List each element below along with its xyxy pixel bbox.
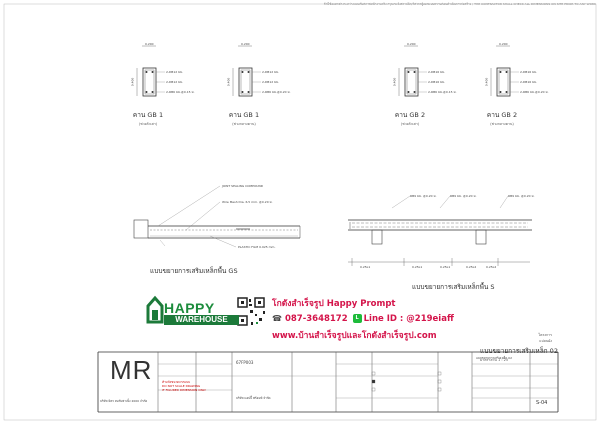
beam-3-depth: 0.400	[392, 77, 397, 87]
brand-warehouse-text: WAREHOUSE	[164, 315, 239, 325]
sheet-title-main: แบบขยายการเสริมเหล็ก 02	[480, 347, 558, 355]
sheet-title-small-2: แปลนผัง	[539, 339, 552, 343]
beam-2-stirrup: 2-RB6 มม.@0.20 ม.	[262, 90, 291, 94]
s-dim-5: 0.25L2	[486, 265, 497, 269]
beam-caption-1-subtitle: (ช่วงตัวเสา)	[138, 122, 158, 126]
beam-1-stirrup: 2-RB6 มม.@0.15 ม.	[166, 90, 195, 94]
gs-joint-label: JOINT SEALING COMPOUND	[222, 184, 264, 188]
beam-3-rebar-bottom: 2-DB16 มม.	[428, 80, 446, 84]
promo-website[interactable]: www.บ้านสำเร็จรูปและโกดังสำเร็จรูป.com	[272, 331, 437, 341]
beam-3-stirrup: 2-RB6 มม.@0.15 ม.	[428, 90, 457, 94]
qr-code-icon	[237, 297, 265, 326]
beam-3-width: 0.200	[407, 42, 416, 46]
beam-2-rebar-bottom: 2-DB12 มม.	[262, 80, 280, 84]
tb-sheet-name: แบบขยายการเสริมเหล็ก 02	[476, 356, 512, 360]
beam-4-rebar-top: 2-DB16 มม.	[520, 70, 538, 74]
beam-2-depth: 0.400	[226, 77, 231, 87]
gs-detail-title: แบบขยายการเสริมเหล็กพื้น GS	[150, 267, 238, 275]
beam-4-width: 0.200	[499, 42, 508, 46]
beam-caption-3-subtitle: (ช่วงตัวเสา)	[400, 122, 420, 126]
mr-logo: MR	[110, 355, 153, 385]
gs-slab-detail	[133, 185, 301, 248]
beam-caption-4-title: คาน GB 2	[486, 111, 518, 119]
beam-section-gb2-b	[490, 45, 519, 97]
beam-caption-1-title: คาน GB 1	[132, 111, 164, 119]
beam-4-rebar-bottom: 2-DB16 มม.	[520, 80, 538, 84]
beam-2-rebar-top: 2-DB12 มม.	[262, 70, 280, 74]
promo-title: โกดังสำเร็จรูป Happy Prompt	[272, 299, 396, 309]
promo-block: โกดังสำเร็จรูป Happy Prompt ☎087-3648172…	[272, 296, 454, 342]
s-bar-label-2: RB9 มม. @0.20 ม.	[450, 194, 477, 198]
happy-warehouse-logo: HAPPY WAREHOUSE	[146, 294, 242, 334]
beam-section-gb2-a	[398, 45, 427, 97]
beam-caption-4: คาน GB 2 (ช่วงกลางคาน)	[482, 110, 522, 127]
tb-project-code: 67FP003	[236, 360, 254, 365]
s-bar-label-3: RB9 มม. @0.20 ม.	[508, 194, 535, 198]
beam-caption-1: คาน GB 1 (ช่วงตัวเสา)	[128, 110, 168, 127]
s-slab-detail	[348, 195, 532, 266]
beam-3-rebar-top: 2-DB16 มม.	[428, 70, 446, 74]
beam-caption-2-title: คาน GB 1	[228, 111, 260, 119]
tb-sheet-no: S-04	[536, 400, 548, 406]
s-detail-title: แบบขยายการเสริมเหล็กพื้น S	[412, 283, 495, 291]
beam-1-depth: 0.400	[130, 77, 135, 87]
beam-1-rebar-bottom: 2-DB12 มม.	[166, 80, 184, 84]
beam-caption-2: คาน GB 1 (ช่วงกลางคาน)	[224, 110, 264, 127]
line-icon: L	[352, 314, 362, 323]
beam-caption-2-subtitle: (ช่วงกลางคาน)	[232, 122, 256, 126]
promo-phone[interactable]: 087-3648172	[284, 314, 348, 324]
tb-owner: บริษัท แฮปปี้ พร้อมพ์ จำกัด	[236, 396, 271, 400]
beam-caption-3-title: คาน GB 2	[394, 111, 426, 119]
beam-caption-3: คาน GB 2 (ช่วงตัวเสา)	[390, 110, 430, 127]
tb-company: บริษัท มิตร ทอรัมพาเนิ้ง 2000 จำกัด	[100, 399, 148, 403]
tb-note-1: ห้ามวัดขนาดจากแบบ	[162, 380, 191, 384]
beam-caption-4-subtitle: (ช่วงกลางคาน)	[490, 122, 514, 126]
s-dim-3: 0.25L1	[440, 265, 451, 269]
gs-plastic-label: PLASTIC FILM 0.025 mm.	[238, 245, 276, 249]
beam-1-width: 0.200	[145, 42, 154, 46]
beam-4-stirrup: 2-RB6 มม.@0.20 ม.	[520, 90, 549, 94]
s-bar-label-1: RB9 มม. @0.20 ม.	[410, 194, 437, 198]
warehouse-logo-icon	[146, 295, 164, 324]
promo-line-id[interactable]: Line ID : @219eiaff	[363, 314, 454, 324]
title-block-grid	[97, 351, 559, 413]
beam-2-width: 0.200	[241, 42, 250, 46]
s-dim-2: 0.25L1	[412, 265, 423, 269]
gs-mesh-label: Wire Mesh Dia. 6.5 mm. @0.20 ม.	[222, 200, 273, 204]
phone-icon: ☎	[272, 314, 282, 323]
s-dim-1: 0.25L1	[360, 265, 371, 269]
tb-note-2: DO NOT SCALE DRAWING	[162, 384, 201, 388]
sheet-title-small-1: โครงการ	[538, 333, 552, 337]
tb-note-3: IF FIGURED DIMENSION ONLY	[162, 388, 206, 392]
beam-section-gb1-b	[232, 45, 261, 97]
beam-section-gb1-a	[136, 45, 165, 97]
sheet-frame	[3, 3, 597, 421]
sheet-title-scale: มาตราส่วน 1 : 25	[480, 358, 509, 362]
beam-4-depth: 0.400	[484, 77, 489, 87]
brand-happy-text: HAPPY	[164, 300, 215, 316]
beam-1-rebar-top: 2-DB12 มม.	[166, 70, 184, 74]
sheet-title-block: โครงการ แปลนผัง แบบขยายการเสริมเหล็ก 02 …	[480, 332, 558, 363]
s-dim-4: 0.25L2	[466, 265, 477, 269]
